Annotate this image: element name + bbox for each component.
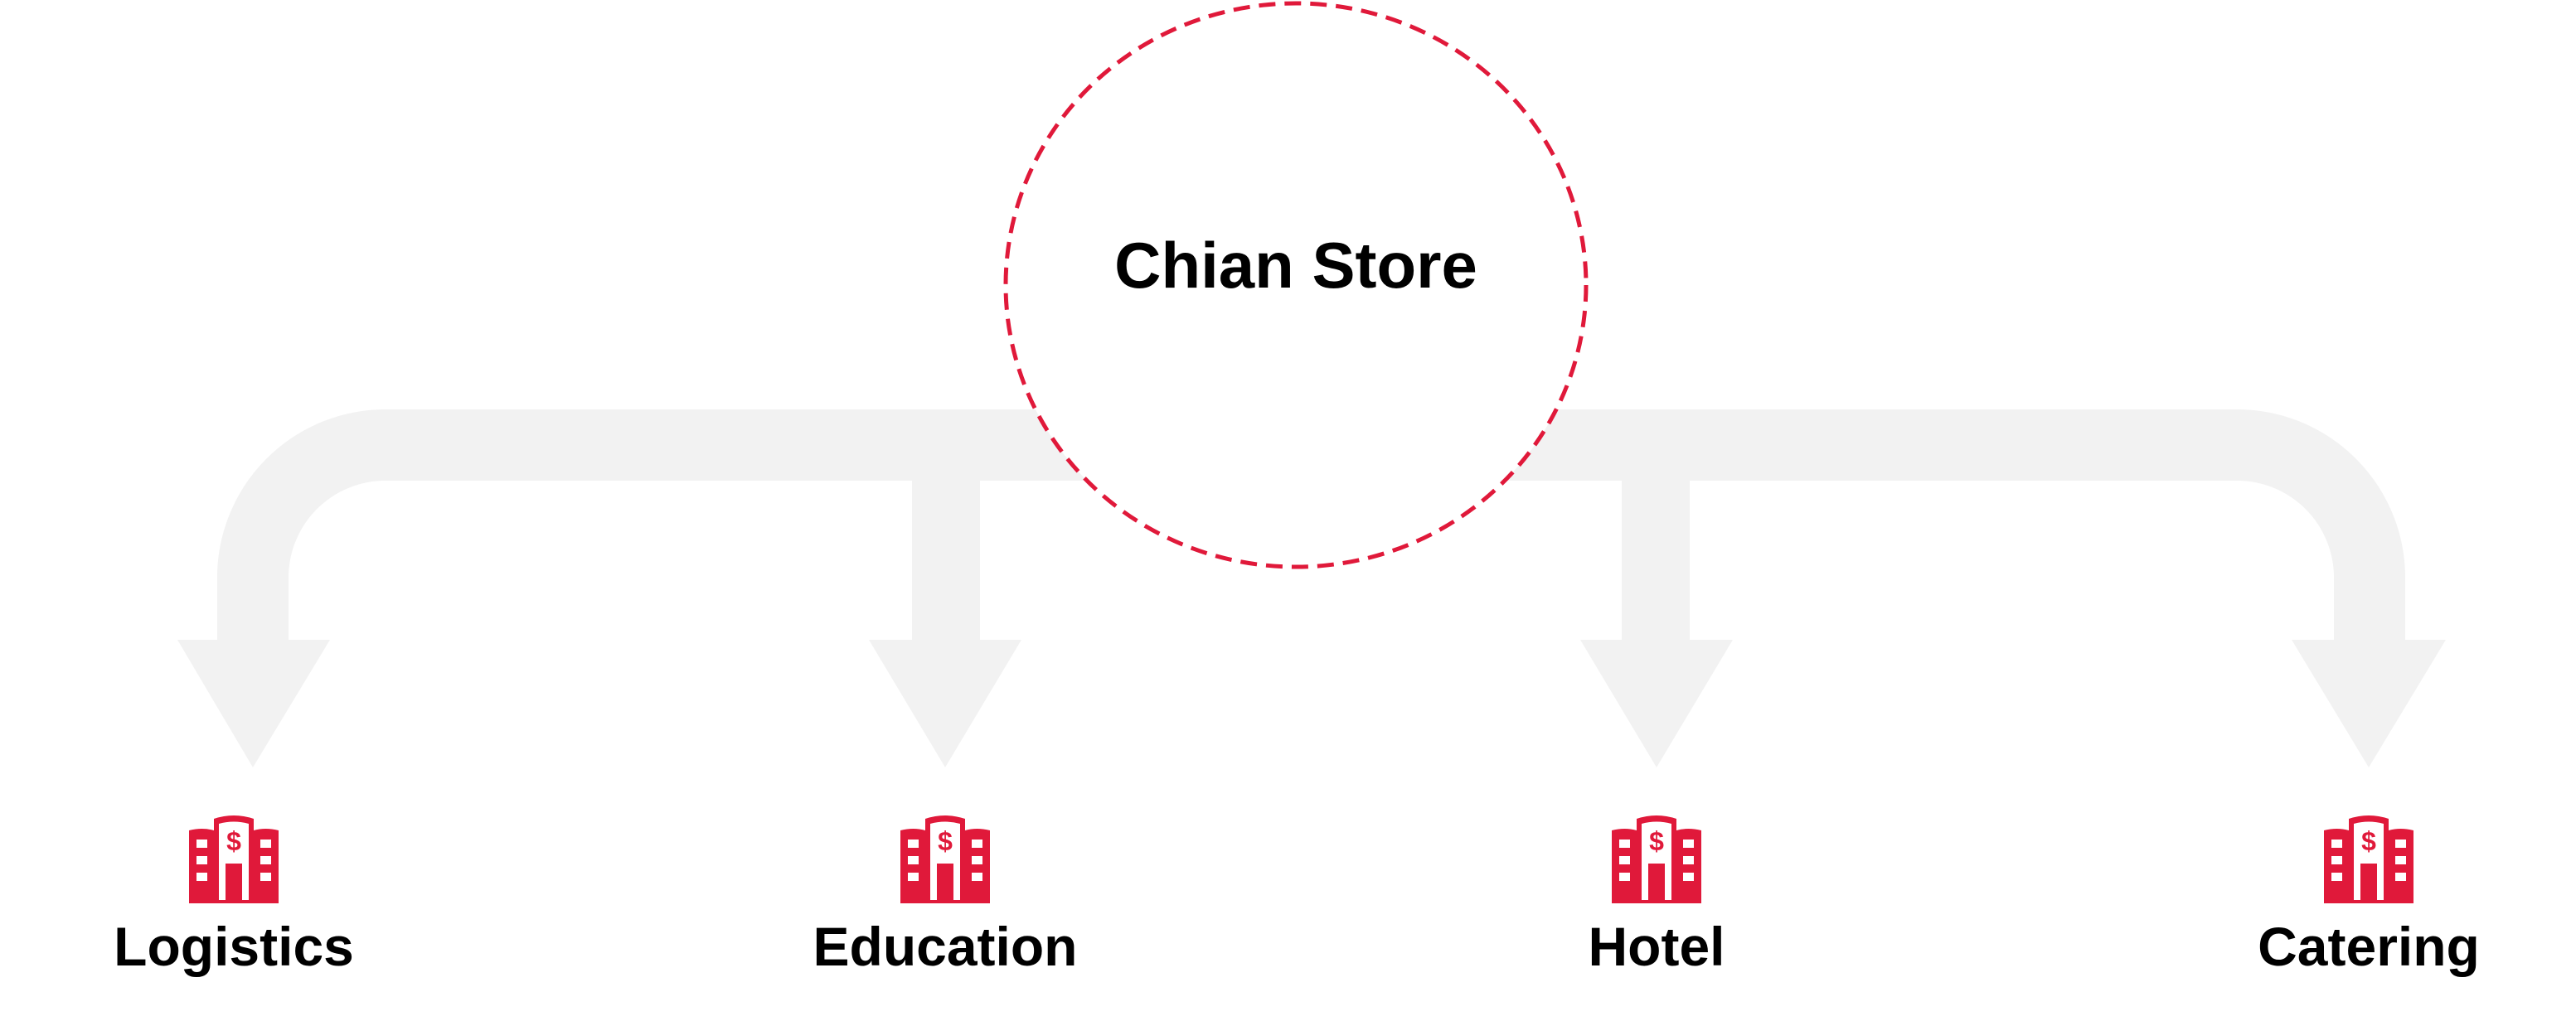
center-circle bbox=[1003, 1, 1589, 569]
bank-building-icon bbox=[1612, 815, 1701, 903]
arrowhead-education bbox=[869, 640, 1021, 767]
node-label: Hotel bbox=[1588, 916, 1725, 977]
node-logistics: Logistics bbox=[68, 812, 400, 977]
stem-hotel bbox=[1622, 464, 1690, 642]
node-hotel: Hotel bbox=[1491, 812, 1822, 977]
center-title: Chian Store bbox=[1114, 229, 1477, 302]
node-label: Catering bbox=[2258, 916, 2480, 977]
arrowhead-catering bbox=[2292, 640, 2446, 767]
bank-building-icon bbox=[189, 815, 279, 903]
stem-education bbox=[912, 464, 980, 642]
node-label: Logistics bbox=[114, 916, 354, 977]
node-education: Education bbox=[779, 812, 1111, 977]
node-catering: Catering bbox=[2203, 812, 2535, 977]
bank-building-icon bbox=[2324, 815, 2413, 903]
bank-building-icon bbox=[900, 815, 990, 903]
arrowhead-hotel bbox=[1580, 640, 1733, 767]
node-label: Education bbox=[813, 916, 1078, 977]
arrowhead-logistics bbox=[177, 640, 330, 767]
